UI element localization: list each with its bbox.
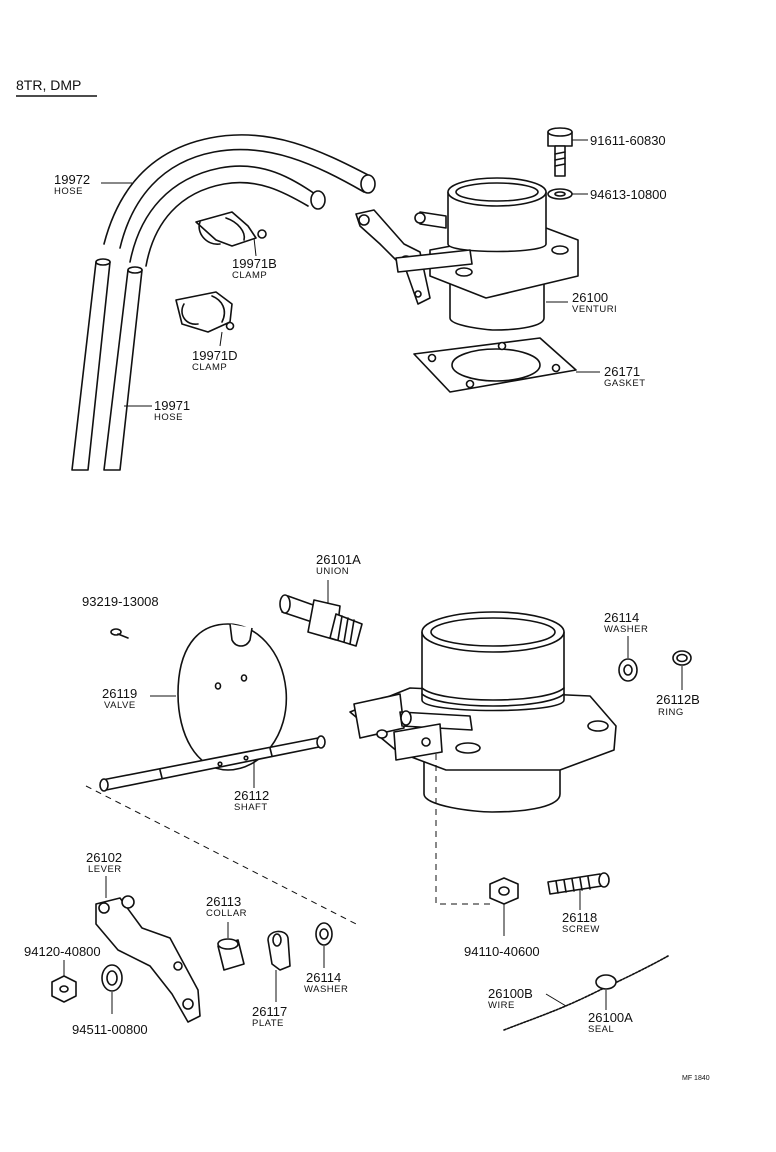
part-name-26114a: WASHER (604, 624, 648, 635)
part-name-19971: HOSE (154, 412, 183, 423)
part-name-19972: HOSE (54, 186, 83, 197)
part-name-19971D: CLAMP (192, 362, 227, 373)
nut-94120-drawing (51, 975, 77, 1003)
part-number-19971D: 19971D (192, 348, 238, 363)
part-number-26112B: 26112B (656, 692, 700, 707)
part-name-26112B: RING (658, 707, 684, 718)
part-number-26101A: 26101A (316, 552, 361, 567)
washer-94613-drawing (547, 188, 573, 200)
part-number-19971B: 19971B (232, 256, 277, 271)
valve-26119-drawing (177, 623, 288, 771)
part-number-26171: 26171 (604, 364, 640, 379)
part-name-26112: SHAFT (234, 802, 268, 813)
washer-26114a-drawing (618, 658, 638, 682)
gasket-26171-drawing (413, 337, 577, 393)
leader-26100B (545, 993, 567, 1007)
part-name-26117: PLATE (252, 1018, 284, 1029)
part-number-26117: 26117 (252, 1004, 287, 1019)
shaft-26112-drawing (99, 735, 326, 792)
assembly-line-shaft (85, 785, 361, 927)
screw-26118-drawing (547, 872, 610, 895)
part-number-94511: 94511-00800 (72, 1022, 148, 1037)
leader-19971B (253, 237, 257, 257)
plate-26117-drawing (267, 930, 291, 971)
part-name-26114b: WASHER (304, 984, 348, 995)
washer-94511-drawing (101, 964, 123, 992)
part-number-26118: 26118 (562, 910, 597, 925)
leader-19971D (219, 331, 223, 347)
part-number-26112: 26112 (234, 788, 269, 803)
part-number-26119: 26119 (102, 686, 137, 701)
hose-19972-drawing (103, 134, 376, 267)
part-name-26113: COLLAR (206, 908, 247, 919)
part-number-26100B: 26100B (488, 986, 533, 1001)
part-number-19971: 19971 (154, 398, 190, 413)
part-number-94613: 94613-10800 (590, 187, 667, 202)
clamp-19971D-drawing (175, 291, 235, 333)
union-26101A-drawing (279, 594, 363, 647)
part-number-93219: 93219-13008 (82, 594, 159, 609)
part-number-91611: 91611-60830 (590, 133, 666, 148)
wire-26100B-drawing (503, 955, 669, 1031)
part-number-94110: 94110-40600 (464, 944, 540, 959)
venturi-26100-drawing (355, 177, 579, 331)
lever-26102-drawing (95, 895, 201, 1023)
bolt-91611-drawing (547, 127, 573, 177)
part-name-26100B: WIRE (488, 1000, 515, 1011)
hose-19971-drawing (71, 258, 143, 471)
diagram-title: 8TR, DMP (16, 77, 81, 93)
part-name-26100: VENTURI (572, 304, 617, 315)
figure-reference: MF 1840 (682, 1075, 710, 1082)
throttle-body-drawing (349, 611, 617, 813)
assembly-line-nut (435, 754, 494, 905)
part-name-26102: LEVER (88, 864, 122, 875)
part-name-26171: GASKET (604, 378, 646, 389)
part-name-26100A: SEAL (588, 1024, 614, 1035)
part-name-26101A: UNION (316, 566, 349, 577)
collar-26113-drawing (217, 938, 245, 971)
part-name-19971B: CLAMP (232, 270, 267, 281)
part-number-26102: 26102 (86, 850, 122, 865)
part-number-26100A: 26100A (588, 1010, 633, 1025)
screw-93219-drawing (110, 628, 129, 639)
part-number-26113: 26113 (206, 894, 241, 909)
part-number-26114b: 26114 (306, 970, 341, 985)
seal-26100A-drawing (595, 974, 617, 990)
part-number-19972: 19972 (54, 172, 90, 187)
ring-26112B-drawing (672, 650, 692, 666)
nut-94110-drawing (489, 877, 519, 905)
washer-26114b-drawing (315, 922, 333, 946)
part-name-26119: VALVE (104, 700, 136, 711)
clamp-19971B-drawing (195, 211, 267, 247)
part-number-26114a: 26114 (604, 610, 639, 625)
part-number-26100: 26100 (572, 290, 608, 305)
part-name-26118: SCREW (562, 924, 600, 935)
part-number-94120: 94120-40800 (24, 944, 101, 959)
